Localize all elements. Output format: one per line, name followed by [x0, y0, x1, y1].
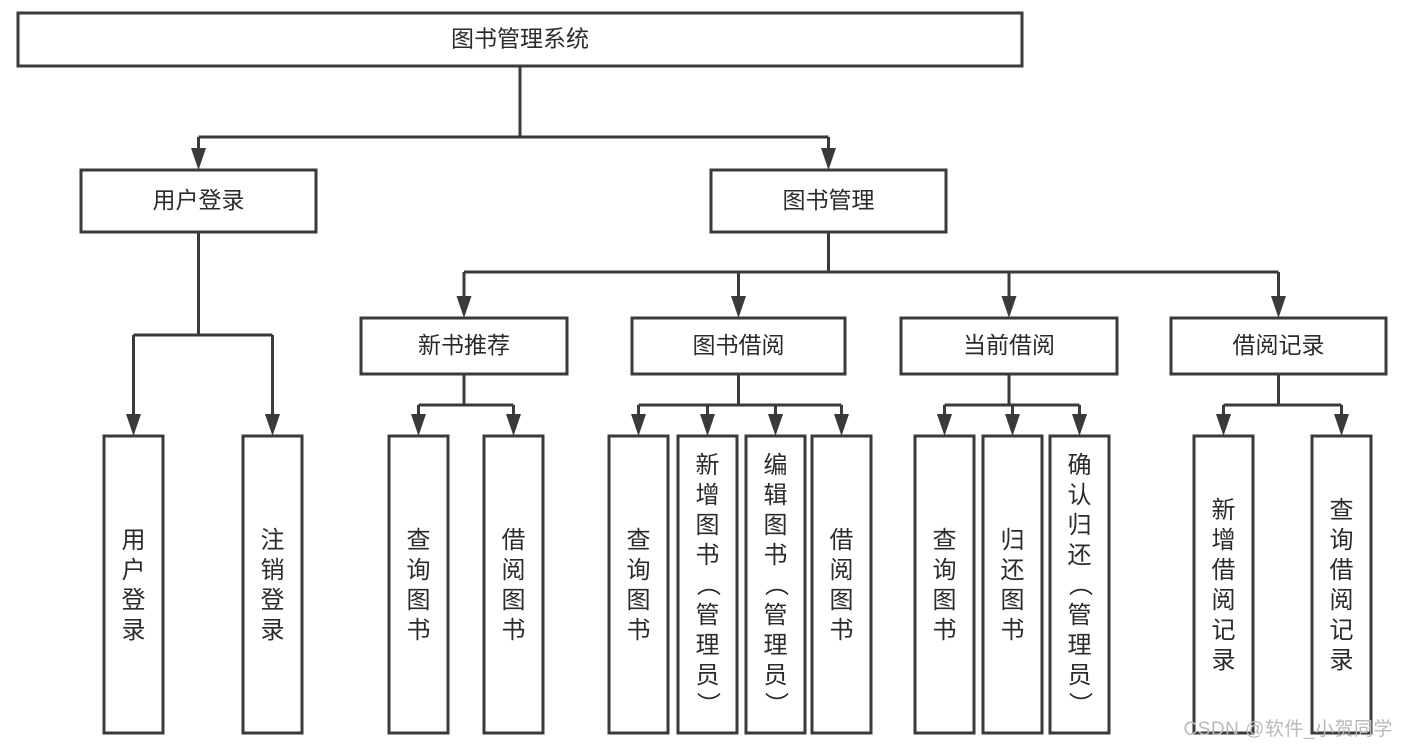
- node-box[interactable]: [630, 316, 847, 376]
- connector-layer: [126, 66, 1349, 436]
- node-leaf-rec-add[interactable]: 新增借阅记录: [1192, 434, 1255, 735]
- arrow-head-icon: [834, 414, 849, 436]
- arrow-head-icon: [731, 296, 746, 318]
- connector-group: [191, 66, 836, 170]
- arrow-head-icon: [1271, 296, 1286, 318]
- node-label: 新书推荐: [418, 332, 510, 358]
- node-box[interactable]: [899, 316, 1119, 376]
- node-box[interactable]: [981, 434, 1044, 735]
- arrow-head-icon: [768, 414, 783, 436]
- node-label: 注销登录: [261, 527, 285, 644]
- connector-group: [1216, 374, 1349, 436]
- arrow-head-icon: [631, 414, 646, 436]
- connector-group: [937, 374, 1087, 436]
- node-label: 用户登录: [153, 187, 245, 213]
- node-box[interactable]: [744, 434, 807, 735]
- node-leaf-book-borrow[interactable]: 借阅图书: [810, 434, 873, 735]
- node-box[interactable]: [1192, 434, 1255, 735]
- node-leaf-cur-return[interactable]: 归还图书: [981, 434, 1044, 735]
- arrow-head-icon: [1072, 414, 1087, 436]
- node-current[interactable]: 当前借阅: [899, 316, 1119, 376]
- node-label: 查询图书: [407, 527, 431, 644]
- watermark-label: CSDN @软件_小贺同学: [1183, 719, 1393, 740]
- node-box[interactable]: [1048, 434, 1111, 735]
- node-box[interactable]: [359, 316, 569, 376]
- node-label: 图书借阅: [693, 332, 785, 358]
- arrow-head-icon: [937, 414, 952, 436]
- node-label: 新增图书（管理员）: [696, 452, 721, 719]
- node-label: 图书管理: [783, 187, 875, 213]
- node-label: 确认归还（管理员）: [1068, 452, 1093, 719]
- node-box[interactable]: [387, 434, 450, 735]
- arrow-head-icon: [1005, 414, 1020, 436]
- node-root[interactable]: 图书管理系统: [16, 11, 1024, 68]
- connector-group: [456, 232, 1286, 318]
- node-box[interactable]: [607, 434, 670, 735]
- node-history[interactable]: 借阅记录: [1169, 316, 1388, 376]
- connector-group: [411, 374, 521, 436]
- node-box[interactable]: [810, 434, 873, 735]
- arrow-head-icon: [191, 148, 206, 170]
- node-leaf-rec-query[interactable]: 查询借阅记录: [1310, 434, 1373, 735]
- arrow-head-icon: [1001, 296, 1017, 318]
- node-leaf-user-logout[interactable]: 注销登录: [241, 434, 304, 735]
- node-box[interactable]: [241, 434, 304, 735]
- node-box[interactable]: [482, 434, 545, 735]
- node-box[interactable]: [1169, 316, 1388, 376]
- node-newrec[interactable]: 新书推荐: [359, 316, 569, 376]
- arrow-head-icon: [1216, 414, 1231, 436]
- node-label: 用户登录: [122, 527, 146, 644]
- node-label: 借阅图书: [502, 527, 526, 644]
- node-leaf-borrow-query[interactable]: 查询图书: [607, 434, 670, 735]
- node-box[interactable]: [913, 434, 976, 735]
- node-box[interactable]: [16, 11, 1024, 68]
- node-label: 查询图书: [627, 527, 651, 644]
- connector-group: [126, 232, 280, 436]
- node-label: 借阅图书: [830, 527, 854, 644]
- node-label: 当前借阅: [963, 332, 1055, 358]
- node-label: 借阅记录: [1233, 332, 1325, 358]
- node-layer: 图书管理系统用户登录图书管理新书推荐图书借阅当前借阅借阅记录用户登录注销登录查询…: [16, 11, 1388, 735]
- node-box[interactable]: [79, 168, 318, 234]
- arrow-head-icon: [700, 414, 715, 436]
- node-leaf-new-borrow[interactable]: 借阅图书: [482, 434, 545, 735]
- node-login[interactable]: 用户登录: [79, 168, 318, 234]
- node-leaf-cur-confirm[interactable]: 确认归还（管理员）: [1048, 434, 1111, 735]
- node-label: 编辑图书（管理员）: [764, 452, 789, 719]
- node-label: 查询借阅记录: [1330, 497, 1354, 674]
- node-borrow[interactable]: 图书借阅: [630, 316, 847, 376]
- node-box[interactable]: [709, 168, 948, 234]
- arrow-head-icon: [1334, 414, 1349, 436]
- arrow-head-icon: [456, 296, 472, 318]
- node-box[interactable]: [1310, 434, 1373, 735]
- arrow-head-icon: [821, 148, 836, 170]
- node-label: 图书管理系统: [451, 26, 589, 52]
- arrow-head-icon: [506, 414, 521, 436]
- node-label: 新增借阅记录: [1212, 497, 1236, 674]
- arrow-head-icon: [411, 414, 426, 436]
- node-leaf-new-query[interactable]: 查询图书: [387, 434, 450, 735]
- node-box[interactable]: [676, 434, 739, 735]
- arrow-head-icon: [126, 414, 141, 436]
- node-bookmgmt[interactable]: 图书管理: [709, 168, 948, 234]
- node-box[interactable]: [102, 434, 165, 735]
- node-label: 归还图书: [1001, 527, 1025, 644]
- node-leaf-cur-query[interactable]: 查询图书: [913, 434, 976, 735]
- node-leaf-user-login[interactable]: 用户登录: [102, 434, 165, 735]
- arrow-head-icon: [265, 414, 280, 436]
- node-label: 查询图书: [933, 527, 957, 644]
- node-leaf-book-add[interactable]: 新增图书（管理员）: [676, 434, 739, 735]
- node-leaf-book-edit[interactable]: 编辑图书（管理员）: [744, 434, 807, 735]
- connector-group: [631, 374, 849, 436]
